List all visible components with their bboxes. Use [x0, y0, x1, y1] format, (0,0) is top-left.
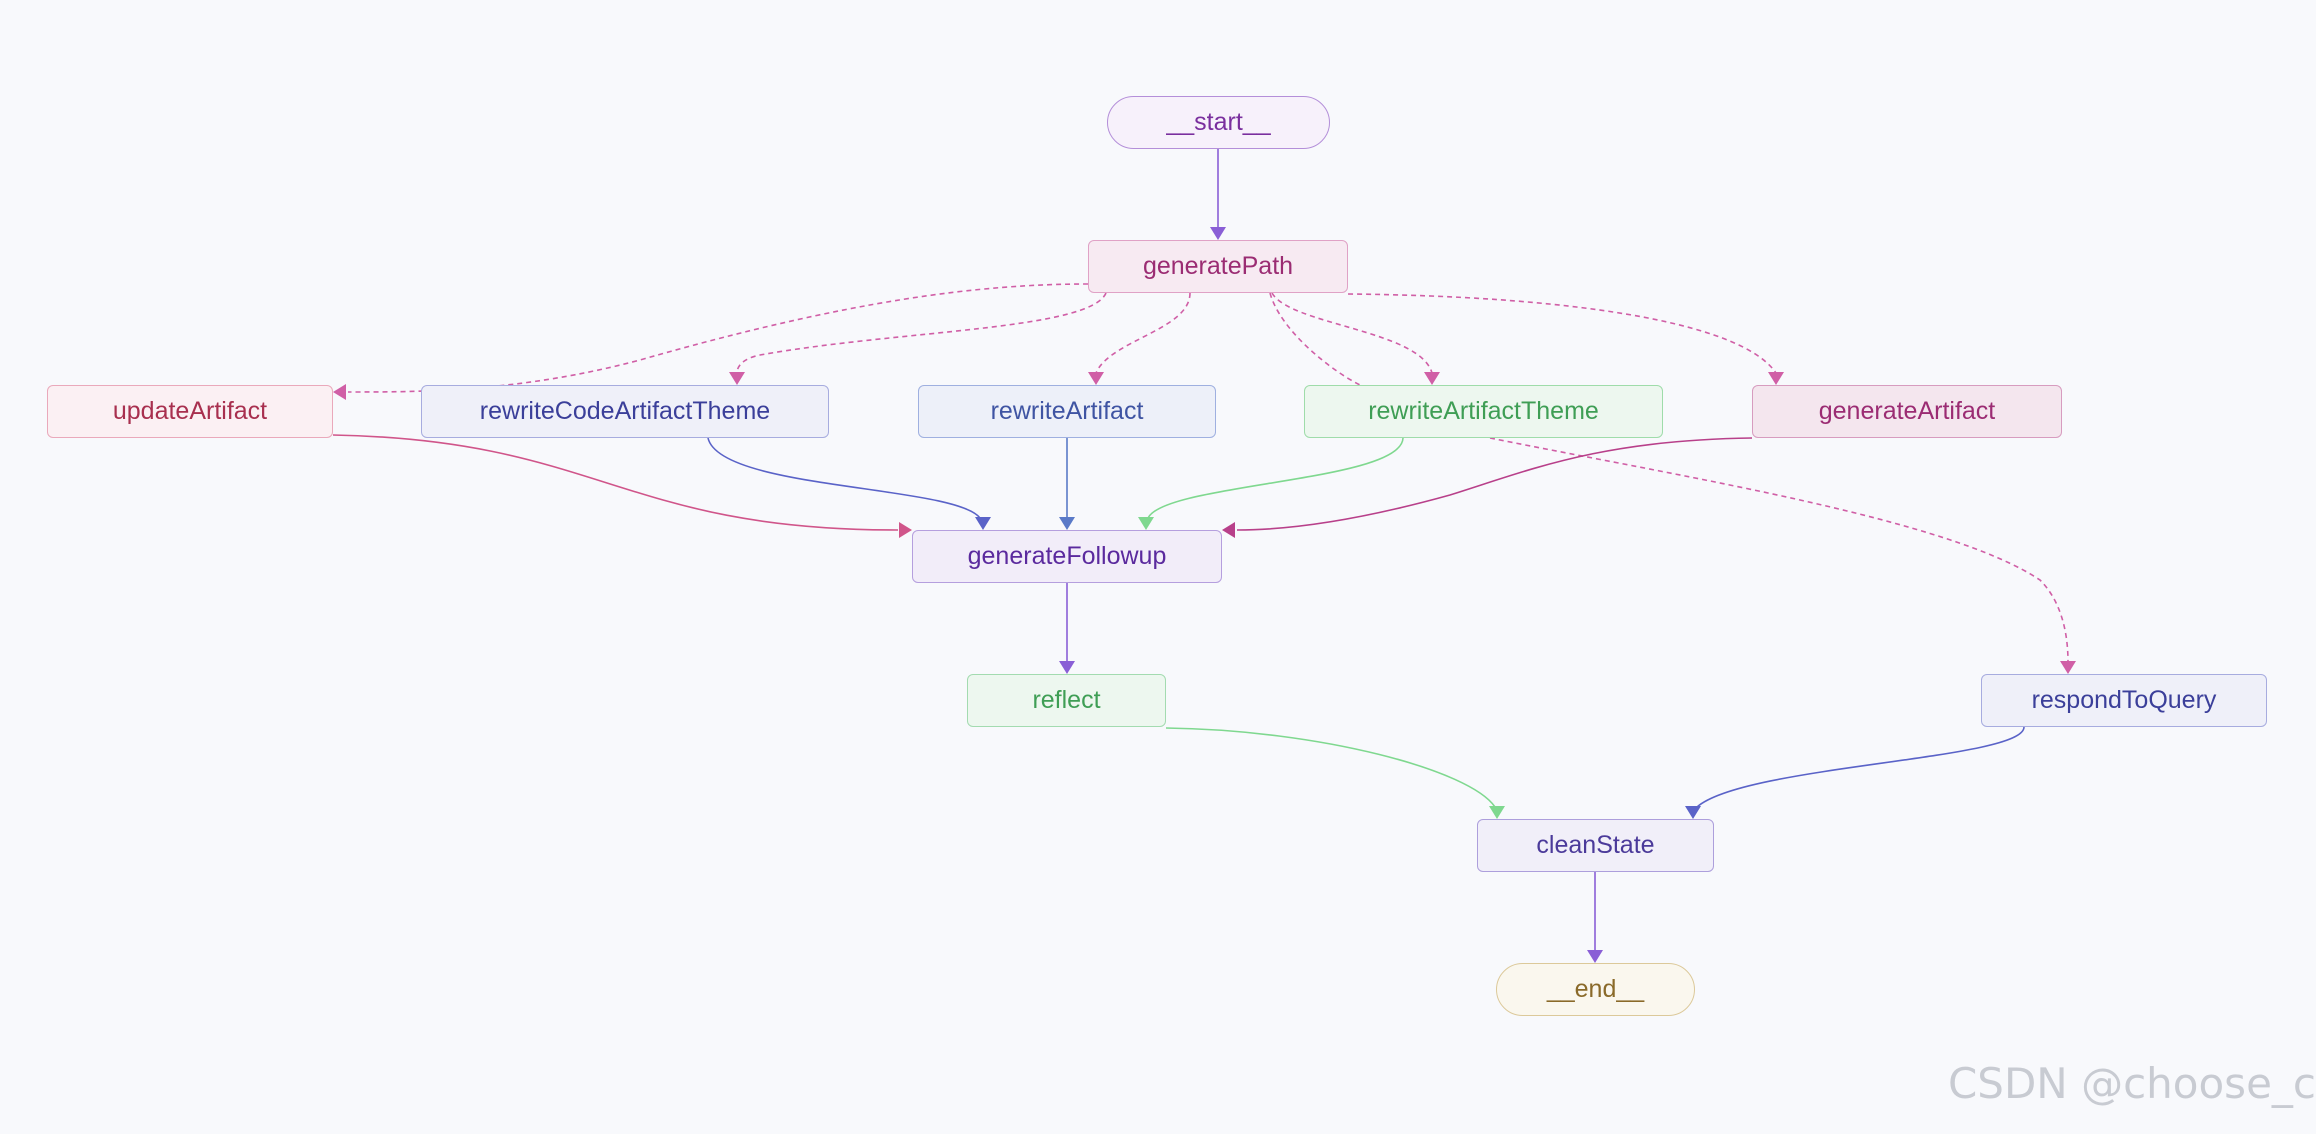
edge-generate-path-to-rewrite-artifact-theme [1271, 292, 1433, 374]
edge-generate-followup-to-reflect-arrowhead [1059, 661, 1075, 674]
edge-layer [332, 149, 2076, 963]
edge-reflect-to-clean-state [1165, 727, 1496, 808]
node-end[interactable]: __end__ [1496, 963, 1695, 1016]
edge-update-artifact-to-generate-followup-arrowhead [899, 522, 912, 538]
edge-rewrite-artifact-to-generate-followup-arrowhead [1059, 517, 1075, 530]
edge-rewrite-code-artifact-theme-to-generate-followup-arrowhead [975, 517, 991, 530]
node-rewrite-artifact-theme[interactable]: rewriteArtifactTheme [1304, 385, 1663, 438]
edge-generate-path-to-respond-to-query [1269, 292, 2069, 663]
edge-generate-path-to-rewrite-code-artifact-theme-arrowhead [729, 372, 745, 385]
node-start[interactable]: __start__ [1107, 96, 1330, 149]
node-rewrite-code-artifact-theme[interactable]: rewriteCodeArtifactTheme [421, 385, 829, 438]
node-generate-path[interactable]: generatePath [1088, 240, 1348, 293]
watermark-text: CSDN @choose_c [1947, 1059, 2316, 1108]
edge-respond-to-query-to-clean-state [1696, 726, 2025, 808]
edge-generate-path-to-generate-artifact [1347, 293, 1777, 374]
edge-generate-artifact-to-generate-followup-arrowhead [1222, 522, 1235, 538]
node-rewrite-artifact[interactable]: rewriteArtifact [918, 385, 1216, 438]
edge-respond-to-query-to-clean-state-arrowhead [1685, 806, 1701, 819]
edge-generate-path-to-rewrite-code-artifact-theme [736, 292, 1107, 374]
edge-update-artifact-to-generate-followup [332, 434, 899, 531]
edge-generate-path-to-rewrite-artifact [1095, 292, 1191, 374]
node-clean-state[interactable]: cleanState [1477, 819, 1714, 872]
edge-clean-state-to-end-arrowhead [1587, 950, 1603, 963]
edge-generate-path-to-generate-artifact-arrowhead [1768, 372, 1784, 385]
edge-generate-path-to-update-artifact-arrowhead [333, 384, 346, 400]
node-generate-followup[interactable]: generateFollowup [912, 530, 1222, 583]
edge-start-to-generate-path-arrowhead [1210, 227, 1226, 240]
edge-rewrite-code-artifact-theme-to-generate-followup [707, 437, 981, 519]
node-update-artifact[interactable]: updateArtifact [47, 385, 333, 438]
edge-generate-path-to-update-artifact [347, 283, 1089, 393]
edge-generate-path-to-respond-to-query-arrowhead [2060, 661, 2076, 674]
edge-rewrite-artifact-theme-to-generate-followup-arrowhead [1138, 517, 1154, 530]
node-respond-to-query[interactable]: respondToQuery [1981, 674, 2267, 727]
edge-generate-artifact-to-generate-followup [1236, 437, 1753, 531]
edge-generate-path-to-rewrite-artifact-theme-arrowhead [1424, 372, 1440, 385]
node-reflect[interactable]: reflect [967, 674, 1166, 727]
edge-generate-path-to-rewrite-artifact-arrowhead [1088, 372, 1104, 385]
edge-rewrite-artifact-theme-to-generate-followup [1147, 437, 1404, 519]
node-generate-artifact[interactable]: generateArtifact [1752, 385, 2062, 438]
edge-reflect-to-clean-state-arrowhead [1489, 806, 1505, 819]
